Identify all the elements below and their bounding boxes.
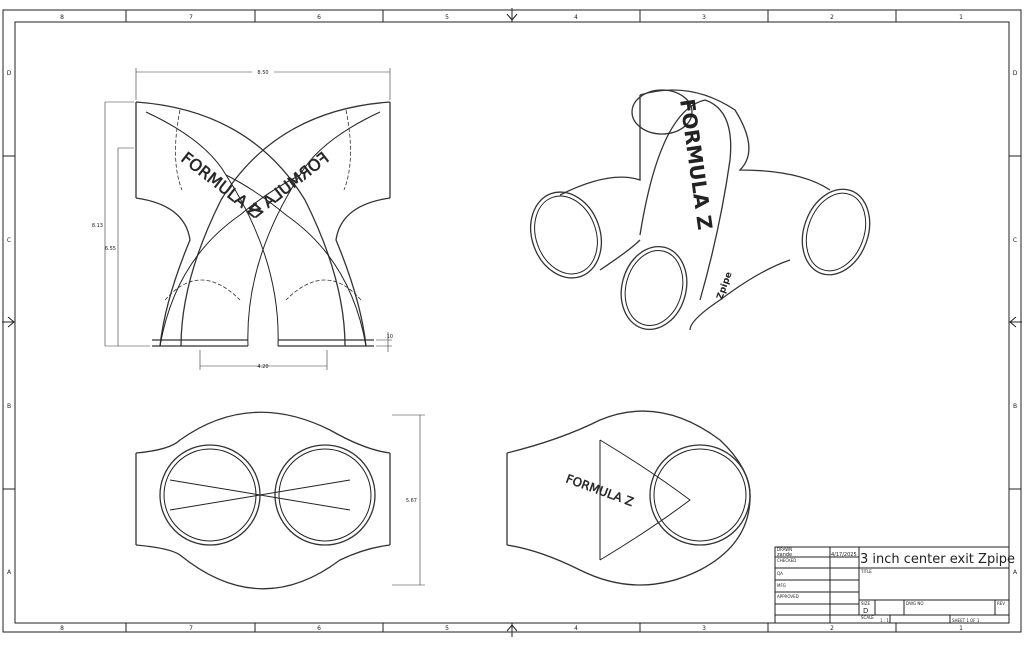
row-label: D: [7, 70, 12, 77]
col-label: 7: [189, 625, 193, 632]
col-label: 1: [959, 14, 963, 21]
col-label: 8: [60, 14, 64, 21]
centering-marks: [2, 8, 1022, 637]
top-view: 5.67: [135, 411, 425, 590]
row-label: A: [1013, 569, 1018, 576]
col-label: 4: [574, 625, 578, 632]
drawn-by: zande: [777, 552, 792, 558]
drawing-title: 3 inch center exit Zpipe: [860, 552, 1015, 567]
checked-label: CHECKED: [777, 558, 796, 563]
sheet-label: SHEET 1 OF 1: [952, 618, 980, 623]
logo-text-mirrored: FORMULA Z: [246, 148, 332, 221]
col-label: 8: [60, 625, 64, 632]
size-label: SIZE: [861, 601, 870, 606]
scale-value: 1 : 1: [880, 618, 889, 623]
dim-top-depth: 5.67: [406, 498, 417, 504]
mfg-label: MFG: [777, 583, 786, 588]
col-label: 7: [189, 14, 193, 21]
dim-inner-height: 6.55: [105, 246, 116, 252]
col-label: 4: [574, 14, 578, 21]
dwg-no-label: DWG NO: [906, 601, 924, 606]
row-label: B: [1013, 403, 1017, 410]
drawn-label: DRAWN: [777, 547, 792, 552]
col-label: 3: [702, 14, 706, 21]
bottom-view: FORMULA Z: [506, 410, 751, 586]
row-label: D: [1013, 70, 1018, 77]
drawn-date: 4/17/2025: [831, 552, 857, 558]
col-label: 5: [445, 625, 449, 632]
row-label: C: [1013, 237, 1017, 244]
dim-flange: .10: [385, 334, 393, 340]
col-label: 2: [830, 14, 834, 21]
outer-border: [2, 9, 1022, 633]
iso-logo-text: FORMULA Z: [675, 97, 717, 231]
col-label: 2: [830, 625, 834, 632]
row-label: A: [7, 569, 12, 576]
dim-outlet-spacing: 4.20: [257, 364, 268, 370]
zone-ticks: [3, 10, 1021, 632]
size-value: D: [863, 607, 868, 615]
col-label: 5: [445, 14, 449, 21]
col-label: 1: [959, 625, 963, 632]
iso-side-text: Zpipe: [715, 271, 734, 301]
approved-label: APPROVED: [777, 594, 799, 599]
row-label: B: [7, 403, 11, 410]
dim-overall-width: 8.50: [257, 70, 268, 76]
col-label: 3: [702, 625, 706, 632]
zone-labels: 8 7 6 5 4 3 2 1 8 7 6 5 4 3 2 1 D C B A …: [7, 14, 1018, 632]
scale-label: SCALE: [861, 615, 874, 620]
rev-label: REV: [997, 601, 1005, 606]
qa-label: QA: [777, 571, 783, 576]
col-label: 6: [317, 625, 321, 632]
title-label: TITLE: [860, 569, 872, 574]
col-label: 6: [317, 14, 321, 21]
isometric-view: FORMULA Z Zpipe: [530, 89, 871, 331]
row-label: C: [7, 237, 11, 244]
front-view: FORMULA Z FORMULA Z 8.50 8.13 6.55 .10 4…: [92, 68, 393, 370]
dim-overall-height: 8.13: [92, 223, 103, 229]
title-block: DRAWN zande 4/17/2025 CHECKED QA MFG APP…: [774, 546, 1015, 624]
